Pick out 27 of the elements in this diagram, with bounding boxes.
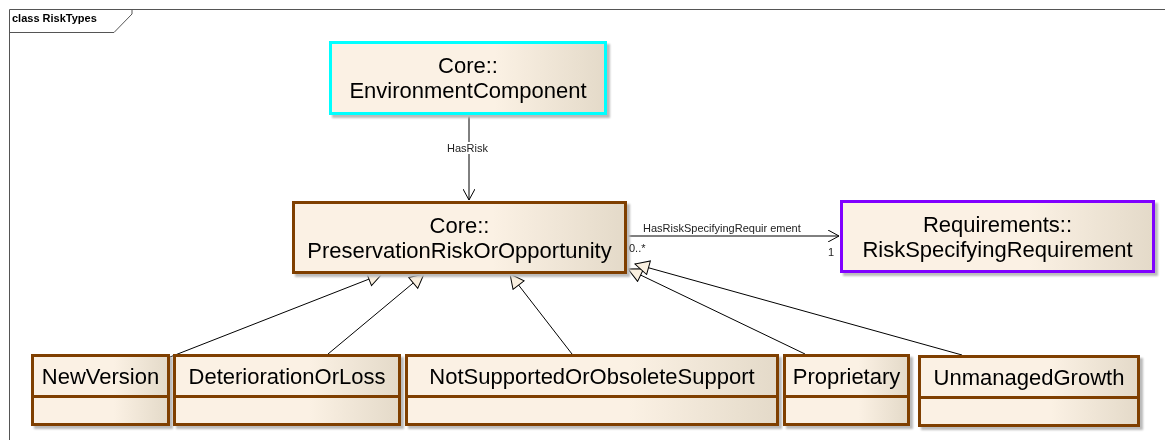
- class-box: [840, 200, 1155, 273]
- class-box: [173, 354, 401, 426]
- generalization-arrow: [509, 273, 573, 355]
- association-arrow: [462, 114, 476, 201]
- association-arrow: [626, 229, 840, 243]
- class-name: Proprietary: [792, 363, 901, 389]
- multiplicity-label: 0..*: [628, 242, 647, 254]
- class-name: UnmanagedGrowth: [933, 364, 1125, 390]
- class-box: [918, 355, 1140, 427]
- generalization-arrow: [627, 268, 806, 355]
- class-name: Requirements:: RiskSpecifyingRequirement: [861, 211, 1134, 262]
- class-box: [292, 201, 627, 274]
- class-name: Core:: EnvironmentComponent: [348, 53, 588, 103]
- class-box: [31, 354, 170, 426]
- class-name: Core:: PreservationRiskOrOpportunity: [306, 212, 613, 263]
- edge-label: HasRiskSpecifyingRequir ement: [642, 222, 802, 234]
- class-name: DeteriorationOrLoss: [188, 363, 386, 389]
- generalization-arrow: [169, 272, 383, 358]
- generalization-arrow: [327, 273, 425, 355]
- class-name: NotSupportedOrObsoleteSupport: [429, 363, 755, 389]
- class-box: [783, 354, 910, 426]
- frame-title: class RiskTypes: [12, 12, 97, 24]
- class-box: [405, 354, 779, 426]
- class-name: NewVersion: [41, 363, 160, 389]
- edge-label: HasRisk: [446, 142, 489, 154]
- class-box: [329, 41, 607, 115]
- generalization-arrow: [634, 260, 963, 356]
